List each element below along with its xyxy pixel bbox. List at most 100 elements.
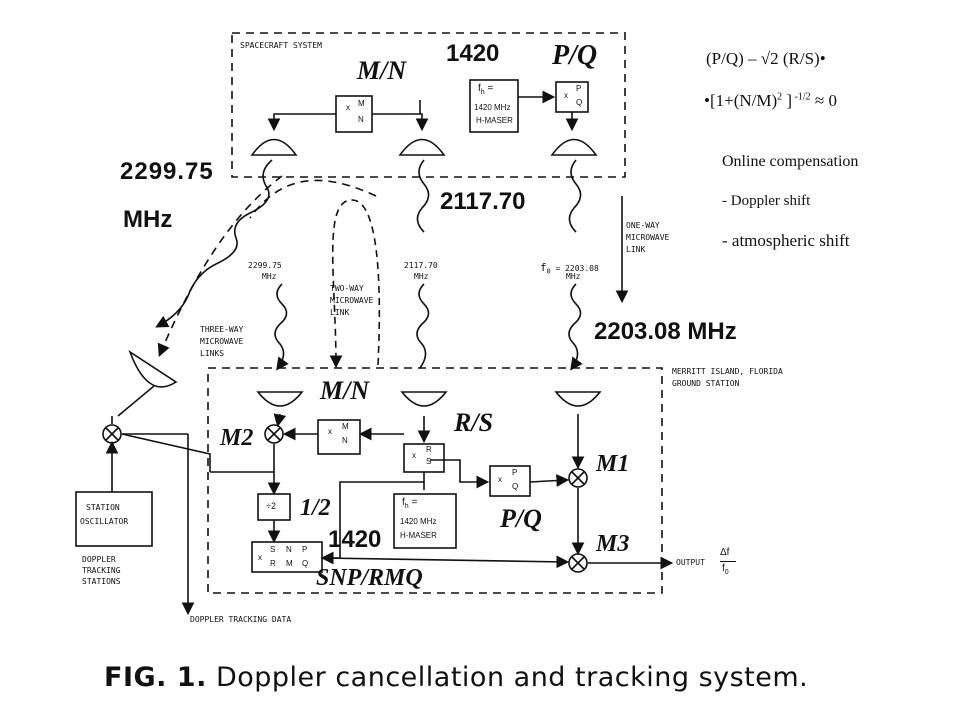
spacecraft-antenna-3 [550,138,598,156]
ground-dish-antenna [128,349,178,388]
spacecraft-maser-freq: 1420 MHz [474,103,511,112]
doppler-tracking-stations-line-2: TRACKING [82,566,121,575]
ground-rs-box-x: x [412,451,416,460]
ground-mn-box-x: x [328,427,332,436]
doppler-tracking-stations-line-1: DOPPLER [82,555,116,564]
ground-station-boundary [207,367,663,594]
ground-rs-box-r: R [426,445,432,454]
wavy-link-2203-down [568,283,583,371]
doppler-shift-label: - Doppler shift [722,193,811,209]
two-way-link-line-1: TWO-WAY [330,284,364,293]
ground-pq-label: P/Q [500,504,542,533]
spacecraft-mn-multiplier-box [335,95,373,133]
doppler-tracking-stations-line-3: STATIONS [82,577,121,586]
three-way-links-line-3: LINKS [200,349,225,358]
ground-pq-box-p: P [512,468,518,477]
wavy-link-2299-down [274,283,289,371]
ground-mn-box-n: N [342,436,348,445]
freq-2117-small-unit: MHz [414,272,429,281]
formula-line-1: (P/Q) – √2 (R/S)• [706,49,826,68]
spacecraft-pq-multiplier-box [555,81,589,113]
one-way-link-line-1: ONE-WAY [626,221,660,230]
dashed-three-way-link [157,175,283,357]
ground-pq-box-q: Q [512,482,519,491]
ground-snp-box-n: N [286,545,292,554]
ground-mn-box-m: M [342,422,349,431]
ground-rs-multiplier-box [403,443,445,473]
spacecraft-system-boundary [231,32,626,178]
m1-label: M1 [596,451,630,477]
spacecraft-maser-name: H-MASER [476,116,513,125]
spacecraft-pq-box-x: x [564,91,568,100]
three-way-links-line-1: THREE-WAY [200,325,244,334]
m2-label: M2 [220,425,254,451]
ground-maser-name: H-MASER [400,531,437,540]
doppler-tracking-data-label: DOPPLER TRACKING DATA [190,615,292,624]
one-way-link-line-2: MICROWAVE [626,233,670,242]
spacecraft-mn-label: M/N [357,56,407,85]
station-oscillator-line-2: OSCILLATOR [80,517,129,526]
spacecraft-maser-box [469,79,519,133]
ground-mn-multiplier-box [317,419,361,455]
snp-rmq-label: SNP/RMQ [316,565,423,591]
ground-maser-f: fh = [402,497,418,511]
ground-station-title-line-1: MERRITT ISLAND, FLORIDA [672,367,783,376]
ground-maser-box [393,493,457,549]
station-oscillator-box [75,491,153,547]
freq-2117-large: 2117.70 [440,188,526,215]
one-way-link-line-3: LINK [626,245,646,254]
two-way-link-line-3: LINK [330,308,350,317]
ground-snp-box-m: M [286,559,293,568]
freq-2299-large: 2299.75 [120,158,214,185]
freq-2117-small: 2117.70 [404,261,438,270]
formula-line-2: •[1+(N/M)2 ] -1/2 ≈ 0 [704,91,838,110]
three-way-links-line-2: MICROWAVE [200,337,244,346]
two-way-link-line-2: MICROWAVE [330,296,374,305]
spacecraft-1420-label: 1420 [446,40,500,67]
figure-number: FIG. 1. [104,662,207,693]
wavy-link-2203-top [568,159,582,233]
ground-maser-freq: 1420 MHz [400,517,437,526]
ground-snp-box-p: P [302,545,308,554]
spacecraft-antenna-1 [250,138,298,156]
output-fraction-bar [720,561,736,562]
m3-label: M3 [596,531,630,557]
ground-1420-label: 1420 [328,526,382,553]
ground-snp-box-s: S [270,545,276,554]
output-den: f0 [722,563,729,577]
ground-station-title-line-2: GROUND STATION [672,379,740,388]
dashed-two-way-link [329,199,381,369]
ground-snp-box-r: R [270,559,276,568]
f0-unit: MHz [566,272,581,281]
freq-2299-small: 2299.75 [248,261,282,270]
ground-mn-label: M/N [320,376,370,405]
spacecraft-pq-label: P/Q [552,40,598,71]
ground-div2-box-label: ÷2 [266,501,276,511]
wavy-link-2117-down [416,283,430,369]
output-label: OUTPUT [676,558,705,567]
freq-2203-large: 2203.08 MHz [594,318,737,345]
ground-snp-box-q: Q [302,559,309,568]
spacecraft-maser-f: fh = [478,83,494,97]
spacecraft-pq-box-q: Q [576,98,583,107]
ground-snp-box-x: x [258,553,262,562]
mhz-large: MHz [123,206,173,233]
ground-receiver-3 [554,391,602,407]
ground-rs-label: R/S [454,408,494,437]
ground-receiver-2 [400,391,448,407]
f0-small: f0 = 2203.08 [540,261,599,276]
atmospheric-shift-label: - atmospheric shift [722,231,850,250]
ground-pq-multiplier-box [489,465,531,497]
ground-rs-box-s: S [426,457,432,466]
figure-caption-text: Doppler cancellation and tracking system… [215,662,809,693]
output-num: Δf [720,547,730,558]
figure-caption: FIG. 1. Doppler cancellation and trackin… [104,662,808,693]
half-label: 1/2 [300,495,331,521]
station-oscillator-line-1: STATION [86,503,120,512]
spacecraft-mn-box-x: x [346,103,350,112]
freq-2299-small-unit: MHz [262,272,277,281]
spacecraft-antenna-2 [398,138,446,156]
ground-pq-box-x: x [498,475,502,484]
ground-receiver-1 [256,391,304,407]
